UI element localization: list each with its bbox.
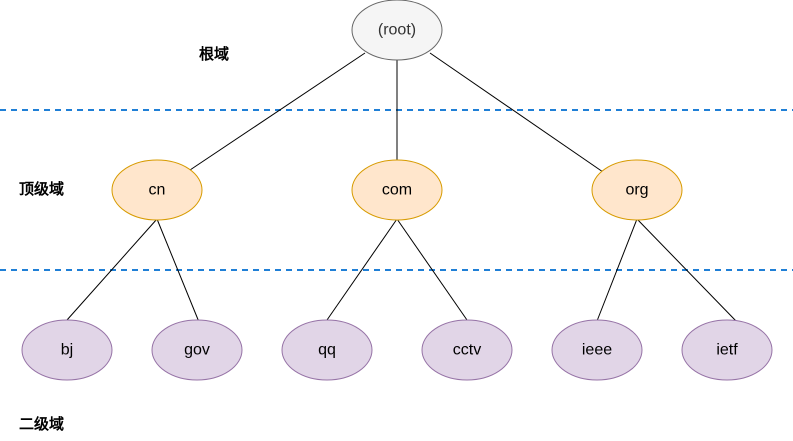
- edge-org-ieee: [596, 218, 638, 322]
- level-label-top: 顶级域: [19, 180, 65, 198]
- node-bj: bj: [21, 319, 113, 381]
- node-cn-label: cn: [149, 182, 166, 199]
- node-qq-label: qq: [318, 342, 336, 359]
- node-org-label: org: [625, 182, 648, 199]
- node-cn: cn: [111, 159, 203, 221]
- edge-root-cn: [189, 52, 366, 171]
- node-gov-label: gov: [184, 342, 210, 359]
- edge-cn-bj: [66, 218, 158, 321]
- node-root: (root): [351, 0, 443, 61]
- node-ietf-label: ietf: [716, 342, 738, 359]
- node-ietf: ietf: [681, 319, 773, 381]
- level-label-root: 根域: [199, 45, 230, 63]
- node-com-label: com: [382, 182, 412, 199]
- node-gov: gov: [151, 319, 243, 381]
- node-com: com: [351, 159, 443, 221]
- node-cctv-label: cctv: [453, 342, 481, 359]
- edge-cn-gov: [156, 218, 200, 323]
- edge-com-qq: [326, 218, 398, 321]
- edges: [66, 52, 738, 323]
- edge-com-cctv: [396, 218, 468, 321]
- edge-root-org: [429, 52, 604, 173]
- node-root-label: (root): [378, 22, 416, 39]
- edge-org-ietf: [636, 218, 738, 323]
- node-ieee-label: ieee: [582, 342, 612, 359]
- node-qq: qq: [281, 319, 373, 381]
- node-org: org: [591, 159, 683, 221]
- node-cctv: cctv: [421, 319, 513, 381]
- node-ieee: ieee: [551, 319, 643, 381]
- level-label-second: 二级域: [19, 415, 65, 433]
- node-bj-label: bj: [61, 342, 73, 359]
